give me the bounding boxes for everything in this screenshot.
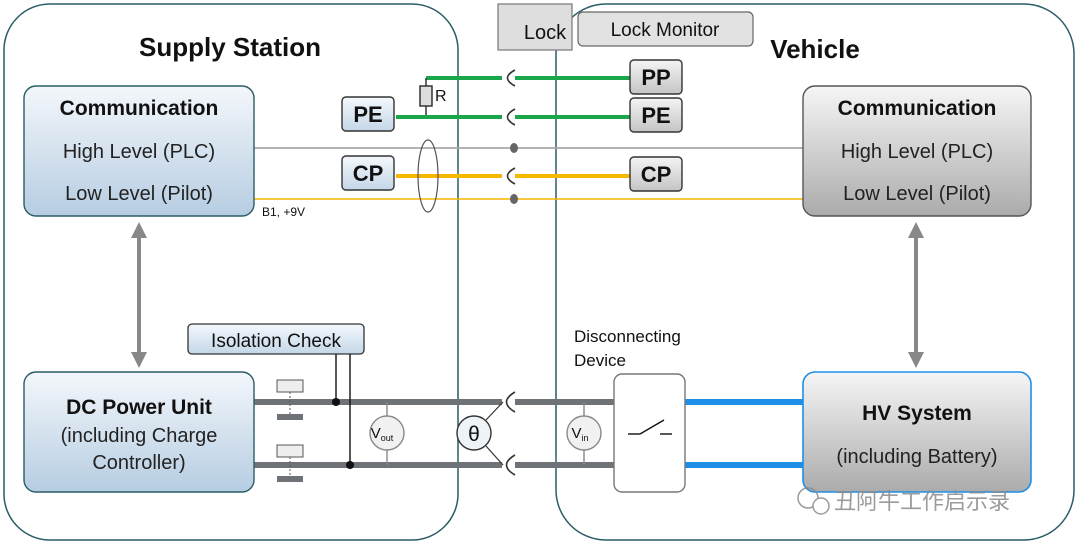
station-comm-arrow-head-down <box>131 352 147 368</box>
cp-tag-vehicle <box>629 156 683 192</box>
pe-socket <box>506 108 516 126</box>
supply-station-title: Supply Station <box>139 32 321 62</box>
disconnecting-label-2: Device <box>574 351 626 370</box>
lock-box <box>497 3 573 51</box>
pp-tag-vehicle <box>629 59 683 95</box>
theta-sensor <box>456 415 492 451</box>
lock-monitor-label: Lock Monitor <box>611 20 720 41</box>
contactor-minus <box>276 444 304 458</box>
pe-label-vehicle: PE <box>641 103 670 128</box>
vehicle-low-level: Low Level (Pilot) <box>843 183 991 205</box>
station-low-level: Low Level (Pilot) <box>65 183 213 205</box>
dc-minus-socket <box>505 454 516 476</box>
wechat-icon-bubble-small <box>812 497 830 515</box>
supply-station-region <box>3 3 459 541</box>
vehicle-communication-title: Communication <box>838 97 997 120</box>
station-high-level: High Level (PLC) <box>63 141 215 163</box>
theta-label: θ <box>468 423 480 446</box>
contactor-plus <box>276 379 304 393</box>
pe-label-station: PE <box>353 102 382 127</box>
dc-power-unit-box <box>23 371 255 493</box>
vin-label: Vin <box>571 425 588 443</box>
vout-sub: out <box>381 433 394 443</box>
lock-label: Lock <box>524 22 567 44</box>
plc-pin <box>510 143 518 153</box>
theta-lead-minus <box>485 445 504 466</box>
dc-power-unit-line3: Controller) <box>92 452 185 474</box>
dc-power-unit-title: DC Power Unit <box>66 396 212 419</box>
vin-meter <box>566 415 602 451</box>
resistor <box>419 85 433 107</box>
pilot-pin <box>510 194 518 204</box>
watermark-text: 丑阿牛工作启示录 <box>834 489 1010 514</box>
pe-tag-vehicle <box>629 97 683 133</box>
pe-tag-station <box>341 96 395 132</box>
vehicle-communication-box <box>802 85 1032 217</box>
station-communication-box <box>23 85 255 217</box>
b1-label: B1, +9V <box>262 205 305 219</box>
contactor-minus-base <box>277 476 303 482</box>
cp-label-station: CP <box>353 161 384 186</box>
cp-label-vehicle: CP <box>641 162 672 187</box>
vehicle-comm-arrow-head-up <box>908 222 924 238</box>
pp-socket <box>506 69 516 87</box>
theta-lead-plus <box>485 401 504 421</box>
isolation-check-label: Isolation Check <box>211 331 341 352</box>
isolation-node-minus <box>346 461 354 469</box>
dc-power-unit-line2: (including Charge <box>61 425 218 447</box>
pp-label-vehicle: PP <box>641 65 670 90</box>
disconnecting-label-1: Disconnecting <box>574 327 681 346</box>
resistor-label: R <box>435 88 447 105</box>
vout-label: Vout <box>371 425 394 443</box>
station-comm-arrow-head-up <box>131 222 147 238</box>
dc-plus-socket <box>505 391 516 413</box>
vehicle-high-level: High Level (PLC) <box>841 141 993 163</box>
cp-socket <box>506 167 516 185</box>
station-communication-title: Communication <box>60 97 219 120</box>
vin-sub: in <box>582 433 589 443</box>
hv-system-subtitle: (including Battery) <box>836 446 997 468</box>
vehicle-region <box>555 3 1075 541</box>
watermark: 丑阿牛工作启示录 <box>797 487 1010 515</box>
disconnecting-device <box>613 373 686 493</box>
lock-monitor-box <box>577 11 754 47</box>
vehicle-comm-arrow-head-down <box>908 352 924 368</box>
vout-meter <box>369 415 405 451</box>
vehicle-title: Vehicle <box>770 34 860 64</box>
switch-blade <box>639 419 665 435</box>
cable-bundle-ellipse <box>417 139 439 213</box>
hv-system-title: HV System <box>862 402 972 425</box>
hv-system-box <box>802 371 1032 493</box>
cp-tag-station <box>341 155 395 191</box>
isolation-node-plus <box>332 398 340 406</box>
isolation-check-box <box>187 323 365 355</box>
contactor-plus-base <box>277 414 303 420</box>
